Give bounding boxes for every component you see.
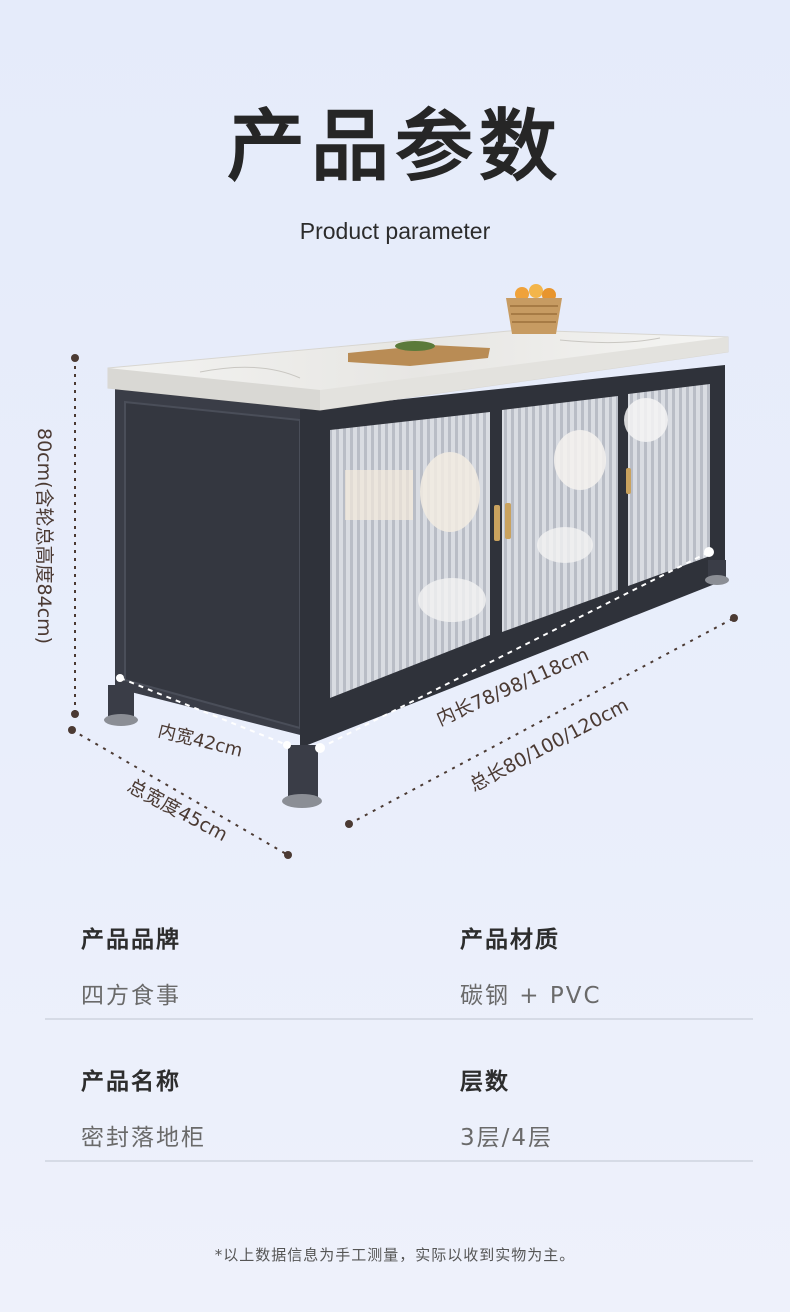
height-dimension-line: [71, 354, 79, 718]
spec-value: 碳钢 + PVC: [460, 983, 602, 1009]
spec-brand: 产品品牌 四方食事: [81, 920, 181, 1010]
page-title: 产品参数: [226, 102, 563, 192]
height-dimension-label: 80cm(含轮总高度84cm): [33, 428, 55, 644]
door-handle: [494, 505, 500, 541]
cabinet-body: [104, 365, 729, 808]
spec-row: 产品名称 密封落地柜 层数 3层/4层: [45, 1020, 753, 1162]
door-handle: [505, 503, 511, 539]
spec-label: 层数: [460, 1069, 510, 1095]
spec-label: 产品材质: [460, 927, 560, 953]
spec-value: 四方食事: [81, 983, 181, 1009]
spec-table: 产品品牌 四方食事 产品材质 碳钢 + PVC 产品名称 密封落地柜 层数 3层…: [45, 890, 753, 1162]
total-length-line: [345, 614, 738, 828]
spec-label: 产品名称: [81, 1069, 181, 1095]
total-width-label: 总宽度45cm: [124, 775, 232, 846]
spec-value: 密封落地柜: [81, 1125, 206, 1151]
spec-layers: 层数 3层/4层: [460, 1062, 553, 1152]
door-handle: [626, 468, 631, 494]
spec-material: 产品材质 碳钢 + PVC: [460, 920, 602, 1010]
cutting-board: [348, 345, 490, 366]
fruit-basket: [506, 284, 562, 334]
total-width-line: [68, 726, 292, 859]
spec-label: 产品品牌: [81, 927, 181, 953]
page-subtitle: Product parameter: [299, 218, 491, 244]
spec-value: 3层/4层: [460, 1125, 554, 1151]
inner-width-label: 内宽42cm: [156, 720, 245, 761]
measurement-footnote: *以上数据信息为手工测量，实际以收到实物为主。: [214, 1246, 576, 1264]
spec-product-name: 产品名称 密封落地柜: [81, 1062, 206, 1152]
inner-length-line: [315, 547, 714, 753]
cabinet-illustration: 80cm(含轮总高度84cm): [33, 284, 738, 859]
inner-width-line: [116, 674, 291, 749]
total-length-label: 总长80/100/120cm: [466, 694, 632, 796]
marble-countertop: [107, 329, 729, 411]
spec-row: 产品品牌 四方食事 产品材质 碳钢 + PVC: [45, 890, 753, 1020]
